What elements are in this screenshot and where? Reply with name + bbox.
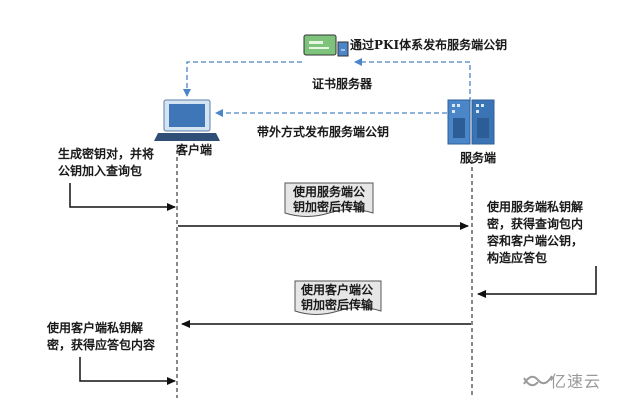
server-to-cert-arrow xyxy=(354,58,471,102)
server-process-text-line-4: 构造应答包 xyxy=(487,251,548,265)
msg2-text-line-2: 钥加密后传输 xyxy=(301,298,374,312)
cert-to-client-arrow xyxy=(183,61,302,97)
server-icon xyxy=(447,99,495,145)
server-process-text-line-1: 使用服务端私钥解 xyxy=(487,200,584,214)
laptop-icon xyxy=(154,99,220,141)
client-prepare-loop xyxy=(69,183,176,211)
server-process-text-line-3: 容和客户端公钥， xyxy=(487,234,584,248)
server-process-loop xyxy=(477,266,597,298)
cert-publish-label: 通过PKI体系发布服务端公钥 xyxy=(350,38,508,52)
msg1-text-line-1: 使用服务端公 xyxy=(293,185,366,199)
oob-label: 带外方式发布服务端公钥 xyxy=(257,125,390,139)
client-prepare-text-line-1: 生成密钥对，并将 xyxy=(58,147,155,161)
client-label: 客户端 xyxy=(176,143,213,157)
server-label: 服务端 xyxy=(460,151,497,165)
client-finish-text-line-2: 密，获得应答包内容 xyxy=(47,338,156,352)
watermark-text: 亿速云 xyxy=(550,372,602,391)
client-prepare-text-line-2: 公钥加入查询包 xyxy=(58,164,143,178)
certificate-server-icon xyxy=(303,34,349,57)
client-finish-text-line-1: 使用客户端私钥解 xyxy=(47,321,144,335)
server-process-text-line-2: 密，获得查询包内 xyxy=(487,217,584,231)
msg2-banner xyxy=(294,280,382,315)
msg2-text-line-1: 使用客户端公 xyxy=(301,283,374,297)
pki-distribution-arrows xyxy=(183,58,471,117)
watermark-logo-icon xyxy=(523,375,553,387)
cert-server-label: 证书服务器 xyxy=(312,77,373,91)
msg1-banner xyxy=(284,182,374,217)
client-finish-loop xyxy=(79,357,176,385)
msg1-text-line-2: 钥加密后传输 xyxy=(293,200,366,214)
